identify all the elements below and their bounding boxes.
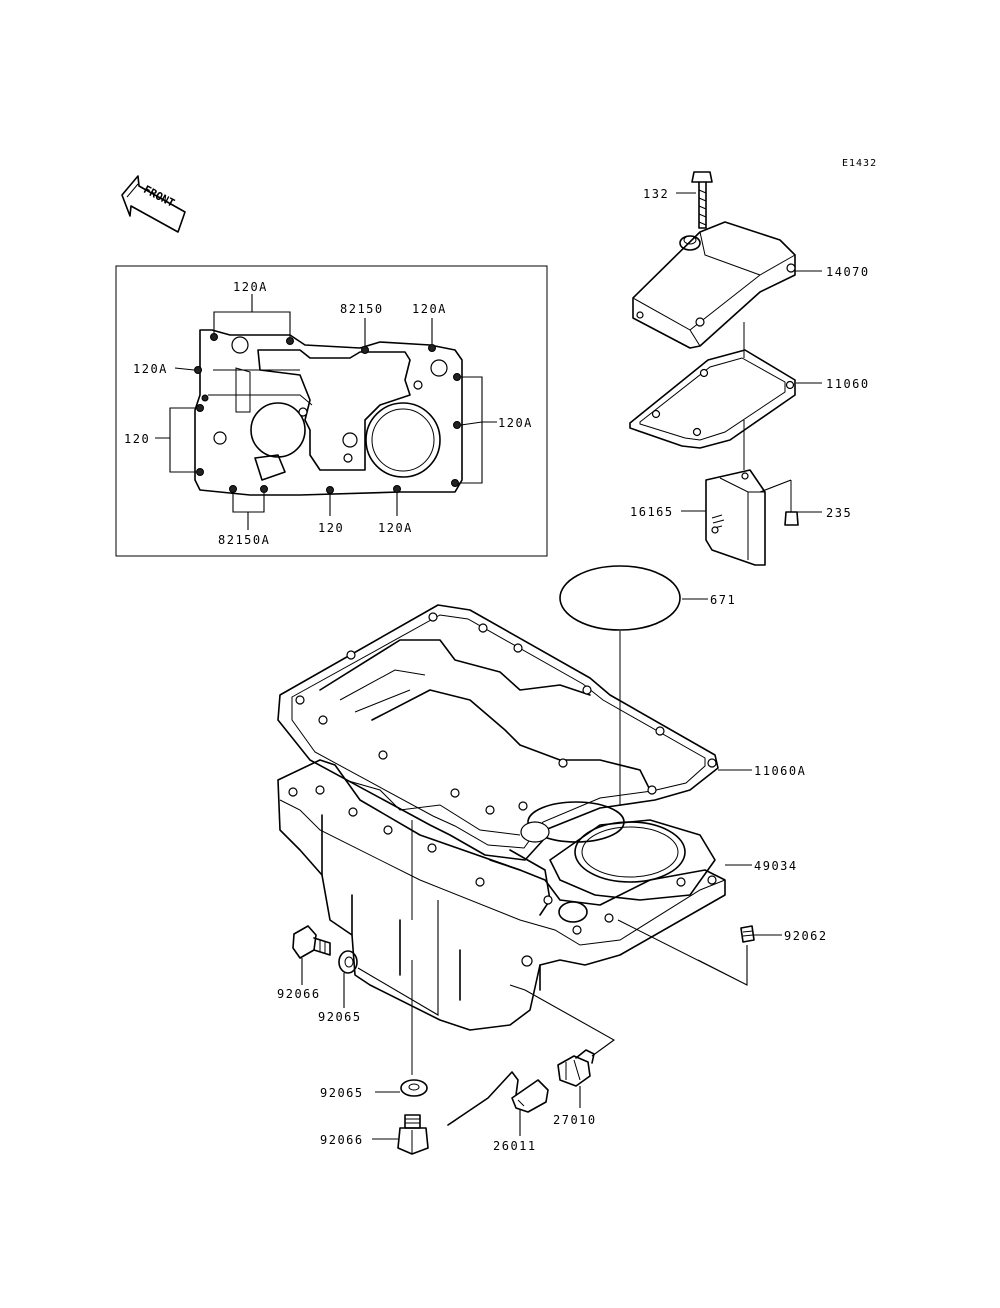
callout-132: 132 (643, 187, 669, 201)
inset-label-top-120a: 120A (233, 280, 268, 294)
gasket-11060 (629, 349, 796, 449)
callout-92066-left: 92066 (277, 987, 321, 1001)
inset-label-left-120a: 120A (133, 362, 168, 376)
callout-26011: 26011 (493, 1139, 537, 1153)
callout-27010: 27010 (553, 1113, 597, 1127)
o-ring-671 (559, 565, 681, 631)
callout-235: 235 (826, 506, 852, 520)
callout-11060a: 11060A (754, 764, 806, 778)
breather-cover-14070 (632, 221, 796, 349)
bolt-132 (691, 171, 713, 229)
sensor-26011 (447, 1071, 549, 1126)
diagram-code: E1432 (842, 158, 877, 169)
drain-plug-92066-left (292, 925, 331, 959)
inset-crankcase-bolt-detail: 120A 82150 120A 120A 120 120A 82150A 120… (115, 265, 548, 557)
callout-11060: 11060 (826, 377, 870, 391)
front-label: FRONT (141, 183, 177, 210)
baffle-plate-16165 (705, 469, 766, 566)
callout-92065-bottom: 92065 (320, 1086, 364, 1100)
callout-92062: 92062 (784, 929, 828, 943)
oil-pan-gasket-11060a (277, 604, 719, 861)
washer-92065-left (338, 950, 358, 974)
callout-92065-left: 92065 (318, 1010, 362, 1024)
inset-label-right-120a: 120A (498, 416, 533, 430)
inset-label-bottom-120: 120 (318, 521, 344, 535)
inset-label-bottom-82150a: 82150A (218, 533, 270, 547)
plug-92062 (740, 925, 755, 943)
oil-pressure-switch-27010 (557, 1049, 595, 1087)
callout-16165: 16165 (630, 505, 674, 519)
callout-14070: 14070 (826, 265, 870, 279)
callout-671: 671 (710, 593, 736, 607)
oil-pan-49034 (277, 759, 726, 1031)
inset-label-top-82150: 82150 (340, 302, 384, 316)
inset-label-bottom-120a: 120A (378, 521, 413, 535)
inset-label-left-120: 120 (124, 432, 150, 446)
inset-label-top-right-120a: 120A (412, 302, 447, 316)
callout-92066-bottom: 92066 (320, 1133, 364, 1147)
screw-235 (784, 480, 799, 526)
washer-92065-bottom (400, 1079, 428, 1097)
drain-plug-92066-bottom (397, 1114, 429, 1155)
callout-49034: 49034 (754, 859, 798, 873)
front-arrow-icon: FRONT (121, 175, 186, 233)
